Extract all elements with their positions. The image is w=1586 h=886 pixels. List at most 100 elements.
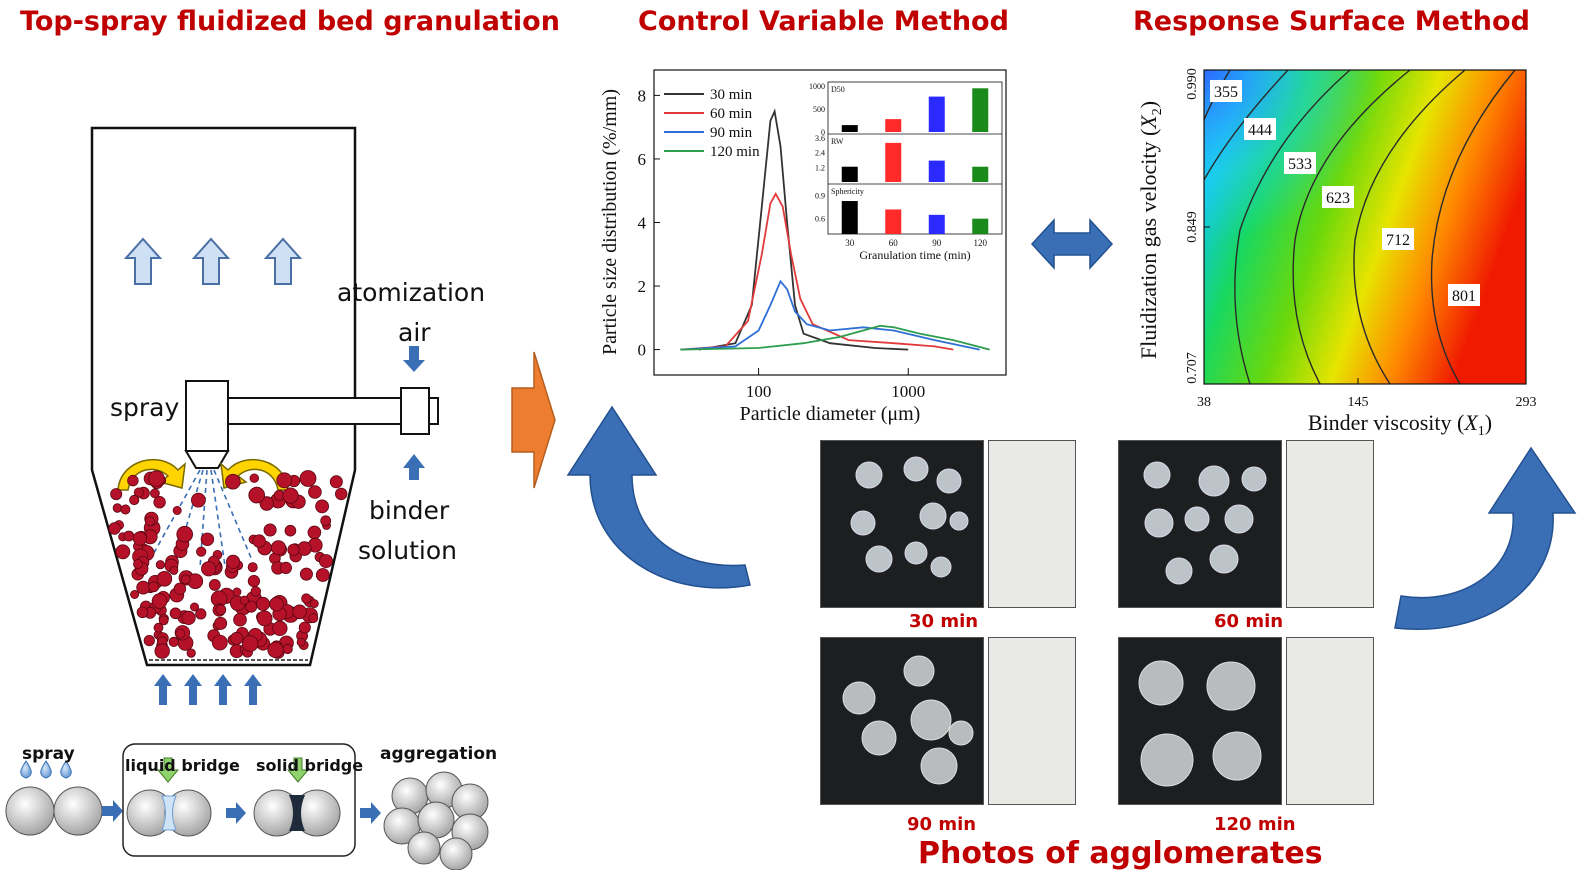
spray-nozzle <box>184 380 439 469</box>
inset-bar <box>928 160 945 182</box>
psd-ytick-label: 6 <box>638 150 647 169</box>
inset-bar <box>928 96 945 132</box>
contour-label-box <box>1284 152 1316 174</box>
psd-series-line <box>680 279 980 351</box>
psd-legend-label: 90 min <box>710 125 753 141</box>
rsm-ticks <box>1203 69 1527 385</box>
inset-ytick-label: 0.6 <box>815 215 825 224</box>
aggregation-label: aggregation <box>380 744 498 764</box>
inset-bar <box>885 119 902 132</box>
caption-60min: 60 min <box>1214 611 1284 632</box>
contour-label: 355 <box>1214 84 1238 101</box>
solid-bridge-label: solid bridge <box>256 756 364 775</box>
photo-30min-agglomerates <box>820 440 984 608</box>
agglomerate-icons <box>842 655 974 785</box>
inset-ytick-label: 2.4 <box>815 149 825 158</box>
contour-label-box <box>1244 118 1276 140</box>
contour-label: 801 <box>1452 288 1476 305</box>
inset-ytick-label: 1000 <box>809 82 825 91</box>
photo-60min-agglomerates <box>1118 440 1282 608</box>
psd-legend-label: 30 min <box>710 87 753 103</box>
liquid-bridge-label: liquid bridge <box>125 756 240 775</box>
photo-90min-agglomerates <box>820 637 984 805</box>
contour-lines <box>1203 69 1516 385</box>
air-label: air <box>398 318 431 347</box>
upflow-arrows <box>123 237 303 285</box>
atomization-label: atomization <box>337 278 486 307</box>
agglomerate-icons <box>850 456 969 578</box>
psd-legend-label: 120 min <box>710 144 760 160</box>
inset-xtick-label: 120 <box>974 238 988 248</box>
rsm-xtick-1: 145 <box>1348 395 1369 410</box>
curved-arrow-left <box>566 405 751 589</box>
droplet-icons <box>20 760 72 779</box>
inset-ytick-label: 500 <box>813 105 825 114</box>
contour-label-box <box>1448 284 1480 306</box>
rsm-xtick-0: 38 <box>1197 395 1211 410</box>
inset-bar <box>972 166 989 182</box>
psd-ylabel: Particle size distribution (%/mm) <box>599 89 621 355</box>
granulator-diagram <box>90 126 556 705</box>
inset-bar <box>841 125 858 132</box>
photo-60min-bulk <box>1286 440 1374 608</box>
contour-label: 444 <box>1248 122 1272 139</box>
psd-legend-label: 60 min <box>710 106 753 122</box>
contour-label: 533 <box>1288 156 1312 173</box>
inset-bar <box>972 218 989 234</box>
inset-ytick-label: 0 <box>821 128 825 137</box>
rsm-xlabel: Binder viscosity (X1) <box>1308 410 1492 439</box>
binder-label: binder <box>369 496 450 525</box>
rsm-xtick-2: 293 <box>1516 395 1537 410</box>
inset-panel-name: D50 <box>831 85 845 94</box>
photo-30min-bulk <box>988 440 1076 608</box>
title-top-spray: Top-spray fluidized bed granulation <box>20 6 560 37</box>
solution-label: solution <box>358 536 457 565</box>
agglomerate-icons <box>1143 461 1267 585</box>
inset-ytick-label: 0.9 <box>815 192 825 201</box>
psd-series-line <box>680 192 954 351</box>
inset-bar <box>928 214 945 234</box>
title-response-surface: Response Surface Method <box>1133 6 1530 37</box>
double-arrow <box>1030 218 1114 270</box>
contour-label-box <box>1322 186 1354 208</box>
inset-bar <box>885 142 902 182</box>
mechanism-diagram <box>5 743 489 870</box>
caption-120min: 120 min <box>1214 814 1296 835</box>
title-photos: Photos of agglomerates <box>918 836 1323 871</box>
aggregate-cluster <box>383 771 489 870</box>
contour-label: 712 <box>1386 232 1410 249</box>
contour-label-box <box>1210 80 1242 102</box>
psd-ytick-label: 0 <box>638 341 647 360</box>
inset-xtick-label: 90 <box>932 238 942 248</box>
inset-bar <box>885 209 902 234</box>
photo-90min-bulk <box>988 637 1076 805</box>
psd-series-line <box>680 324 990 351</box>
psd-ytick-label: 2 <box>638 277 647 296</box>
rsm-ytick-1: 0.849 <box>1185 211 1200 243</box>
particles <box>108 470 348 659</box>
contour-label: 623 <box>1326 190 1350 207</box>
orange-flow-arrow <box>511 351 556 489</box>
inset-ytick-label: 1.2 <box>815 163 825 172</box>
inset-bar <box>972 88 989 132</box>
rsm-ytick-2: 0.707 <box>1185 352 1200 384</box>
contour-label-box <box>1382 228 1414 250</box>
inlet-arrows <box>154 674 262 705</box>
inset-bar <box>841 166 858 182</box>
mech-spray-label: spray <box>22 744 75 764</box>
rsm-ytick-0: 0.990 <box>1185 68 1200 100</box>
inset-panel-name: RW <box>831 137 844 146</box>
psd-xlabel: Particle diameter (μm) <box>740 403 921 425</box>
agglomerate-icons <box>1138 660 1262 787</box>
title-control-variable: Control Variable Method <box>638 6 1009 37</box>
inset-ytick-label: 3.6 <box>815 134 825 143</box>
inset-panel-name: Sphericity <box>831 187 864 196</box>
spray-label: spray <box>110 393 180 422</box>
inset-xlabel: Granulation time (min) <box>859 248 970 262</box>
psd-ytick-label: 4 <box>638 214 647 233</box>
rsm-ylabel: Fluidization gas velocity (X2) <box>1136 101 1165 359</box>
psd-xtick-label: 100 <box>746 382 772 401</box>
inset-bar <box>841 201 858 234</box>
